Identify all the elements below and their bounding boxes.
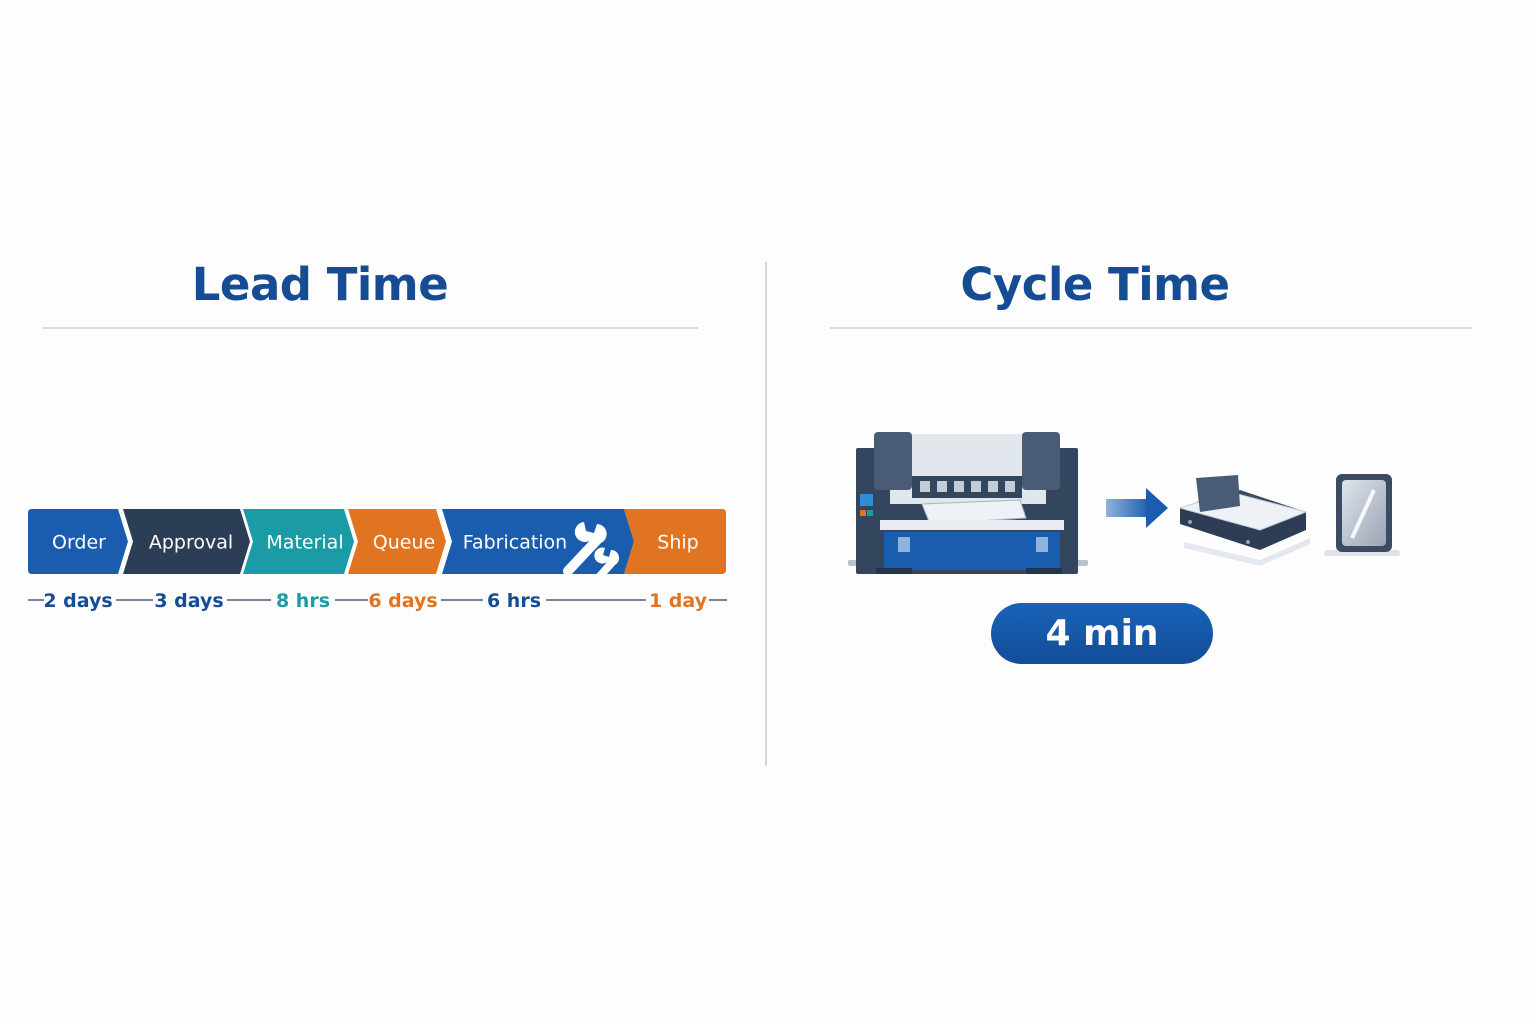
duration-queue: 6 days (368, 590, 437, 612)
chevron-ship (624, 509, 726, 574)
chevron-approval (123, 509, 250, 574)
press-brake-machine-icon (848, 432, 1088, 574)
step-label-ship: Ship (657, 532, 698, 554)
step-label-fabrication: Fabrication (463, 532, 567, 554)
step-label-material: Material (266, 532, 343, 554)
duration-material: 8 hrs (276, 590, 330, 612)
duration-approval: 3 days (154, 590, 223, 612)
chevron-order (28, 509, 128, 574)
duration-order: 2 days (43, 590, 112, 612)
panel-divider (765, 262, 767, 766)
process-chevron-chain: Order Approval Material Queue Fabrication Shi… (28, 509, 727, 612)
wrench-icon (563, 522, 620, 584)
sheet-tray-icon (1178, 475, 1310, 566)
finished-panel-icon (1324, 474, 1400, 556)
lead-time-title: Lead Time (191, 258, 449, 311)
duration-ship: 1 day (649, 590, 708, 612)
step-label-order: Order (52, 532, 106, 554)
cycle-title-underline (830, 327, 1472, 329)
chevron-queue (348, 509, 446, 574)
lead-title-underline (43, 327, 698, 329)
step-label-queue: Queue (373, 532, 435, 554)
step-label-approval: Approval (149, 532, 233, 554)
cycle-time-badge: 4 min (991, 603, 1213, 664)
chevron-material (243, 509, 354, 574)
arrow-right-icon (1106, 488, 1168, 528)
cycle-time-title: Cycle Time (960, 258, 1230, 311)
cycle-illustration (848, 432, 1400, 574)
duration-fabrication: 6 hrs (487, 590, 541, 612)
